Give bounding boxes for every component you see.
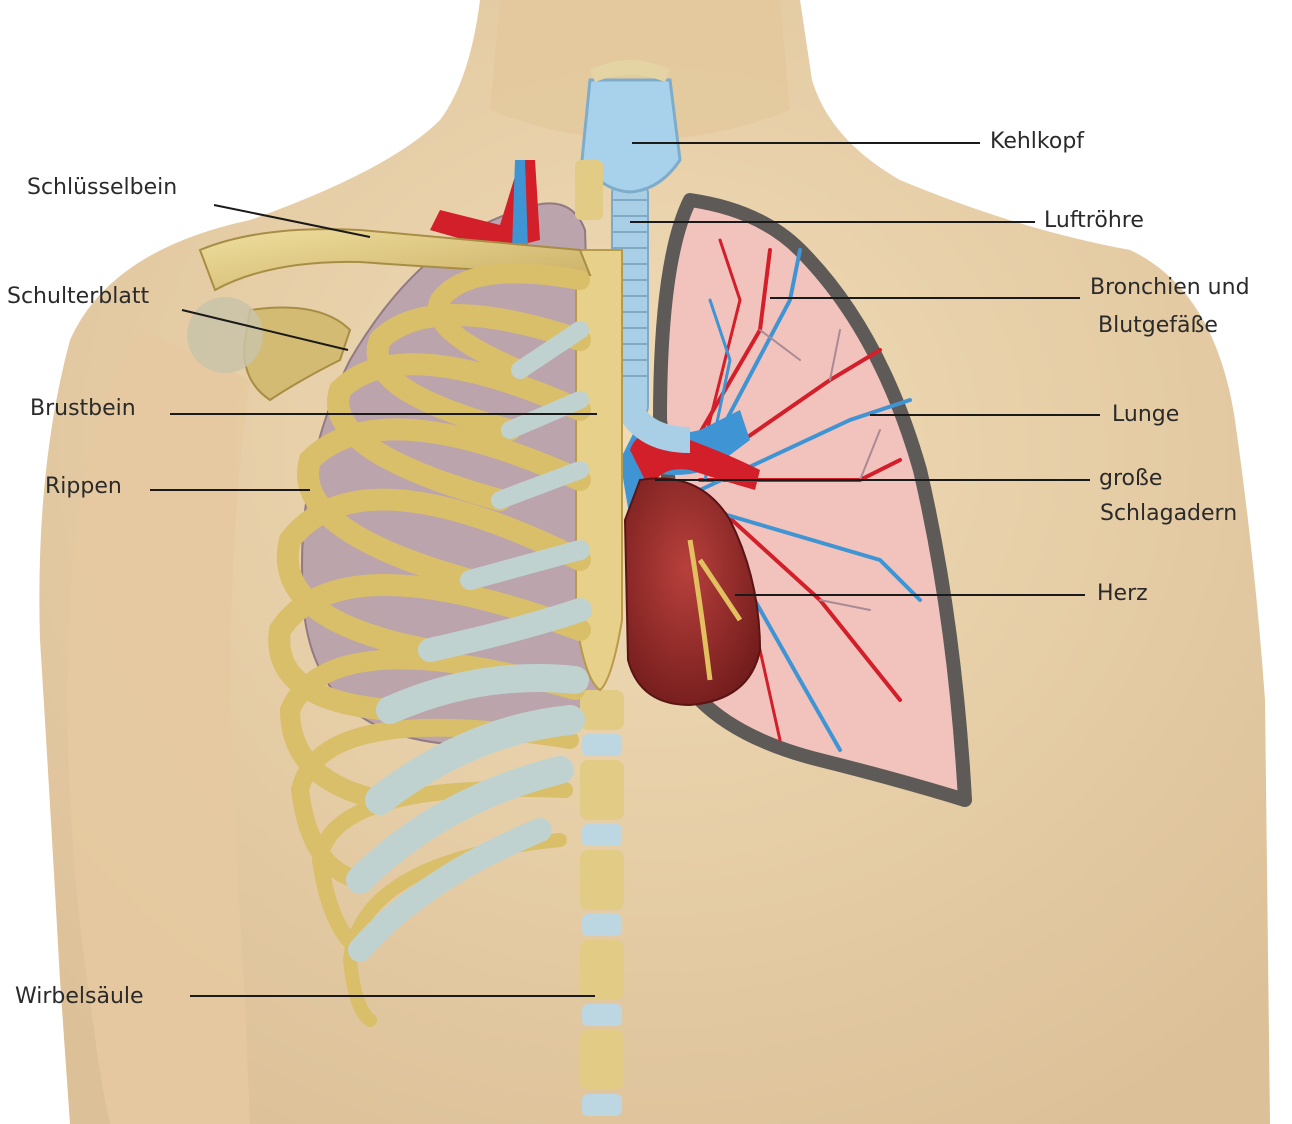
label-lunge: Lunge — [1112, 401, 1179, 429]
label-rippen: Rippen — [45, 473, 122, 501]
label-bronchien-line2: Blutgefäße — [1098, 312, 1218, 340]
label-schluesselbein: Schlüsselbein — [27, 174, 177, 202]
label-bronchien-line1: Bronchien und — [1090, 274, 1250, 302]
humerus-head — [187, 297, 263, 373]
label-herz: Herz — [1097, 580, 1148, 608]
label-wirbelsaeule: Wirbelsäule — [15, 983, 144, 1011]
label-schlagadern-line1: große — [1099, 465, 1162, 493]
label-luftroehre: Luftröhre — [1044, 207, 1144, 235]
label-brustbein: Brustbein — [30, 395, 136, 423]
label-kehlkopf: Kehlkopf — [990, 128, 1084, 156]
label-schulterblatt: Schulterblatt — [7, 283, 149, 311]
label-schlagadern-line2: Schlagadern — [1100, 500, 1237, 528]
